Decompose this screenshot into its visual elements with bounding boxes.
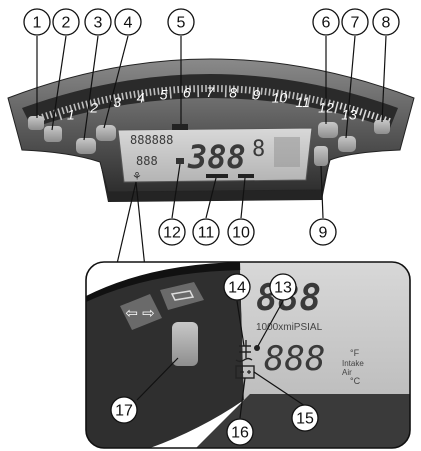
odometer-digits: 888888 (130, 133, 173, 147)
callout-11: 11 (193, 219, 219, 245)
shift-light (172, 124, 188, 130)
tach-tick (174, 86, 175, 93)
tach-scale-number: 1 (67, 106, 75, 122)
tach-tick (265, 88, 266, 95)
callout-7: 7 (342, 9, 368, 35)
tach-scale-number: 4 (137, 90, 145, 106)
inset-air-label: Air (342, 368, 352, 377)
tach-tick (150, 89, 151, 96)
callout-number: 15 (296, 411, 314, 428)
tach-scale-number: 3 (113, 94, 121, 110)
callout-12: 12 (159, 219, 185, 245)
tach-scale-number: 8 (229, 85, 237, 101)
callout-9: 9 (310, 219, 336, 245)
callout-13: 13 (270, 274, 296, 300)
lcd-marker-12 (176, 158, 184, 164)
indicator-lamp-8 (374, 120, 390, 134)
callout-number: 13 (274, 280, 292, 297)
inset-temp-unit-c: °C (350, 376, 361, 386)
lcd-marker-11 (206, 174, 228, 178)
speed-digits: 388 (187, 138, 246, 176)
tach-tick (261, 88, 262, 95)
tach-tick (249, 87, 250, 94)
tach-scale-number: 9 (252, 86, 260, 102)
tach-scale-number: 10 (272, 90, 288, 106)
warning-dot-13 (254, 345, 260, 351)
callout-16: 16 (227, 419, 253, 445)
callout-4: 4 (115, 9, 141, 35)
indicator-lamp-2 (44, 126, 62, 142)
callout-number: 8 (382, 15, 391, 32)
callout-17: 17 (111, 397, 137, 423)
callout-number: 12 (163, 225, 181, 242)
inset-intake-label: Intake (342, 359, 364, 368)
clock-digits: 888 (136, 154, 158, 168)
callout-1: 1 (24, 9, 50, 35)
callout-5: 5 (168, 9, 194, 35)
callout-3: 3 (85, 9, 111, 35)
indicator-lamp-7 (338, 136, 356, 152)
tach-tick (154, 88, 155, 95)
tach-scale-number: 2 (89, 100, 98, 116)
tach-scale-number: 7 (206, 84, 215, 100)
callout-15: 15 (292, 405, 318, 431)
tach-tick (146, 89, 147, 96)
indicator-lamp-1 (28, 116, 44, 130)
indicator-lamp-6 (318, 122, 338, 138)
callout-number: 9 (319, 225, 328, 242)
callout-6: 6 (313, 9, 339, 35)
lcd-panel: 888888 388 8 888 ⚘ (118, 124, 312, 183)
callout-number: 7 (351, 15, 360, 32)
callout-number: 3 (94, 15, 103, 32)
indicator-lamp-4 (96, 125, 116, 141)
tach-tick (134, 91, 135, 98)
callout-14: 14 (224, 274, 250, 300)
callout-number: 2 (62, 15, 71, 32)
callout-number: 6 (322, 15, 331, 32)
callout-number: 17 (115, 403, 133, 420)
tach-tick (269, 89, 270, 96)
callout-10: 10 (228, 219, 254, 245)
tach-tick (158, 88, 159, 95)
tach-tick (170, 87, 171, 99)
callout-number: 14 (228, 280, 246, 297)
tach-tick (289, 92, 290, 99)
callout-number: 10 (232, 225, 250, 242)
tach-tick (245, 86, 246, 93)
turn-signal-arrows: ⇦ ⇨ (125, 305, 154, 322)
callout-number: 16 (231, 425, 249, 442)
lcd-marker-10 (238, 174, 254, 178)
fuel-gauge-bars (274, 137, 300, 167)
tach-scale-number: 5 (160, 86, 168, 102)
coolant-temp-symbol: ⚘ (132, 171, 142, 183)
callout-8: 8 (373, 9, 399, 35)
tach-scale-number: 6 (183, 85, 191, 101)
tach-tick (130, 92, 131, 99)
inset-large-digits: 888 (264, 339, 325, 379)
callout-number: 5 (177, 15, 186, 32)
indicator-lamp-9 (314, 146, 328, 166)
callout-number: 4 (124, 15, 133, 32)
callout-2: 2 (53, 9, 79, 35)
callout-number: 11 (198, 225, 215, 242)
gear-digit: 8 (252, 137, 265, 162)
callout-number: 1 (33, 15, 42, 32)
indicator-lamp-3 (76, 138, 96, 154)
tach-scale-number: 11 (295, 94, 310, 110)
inset-temp-unit-f: °F (350, 348, 360, 358)
